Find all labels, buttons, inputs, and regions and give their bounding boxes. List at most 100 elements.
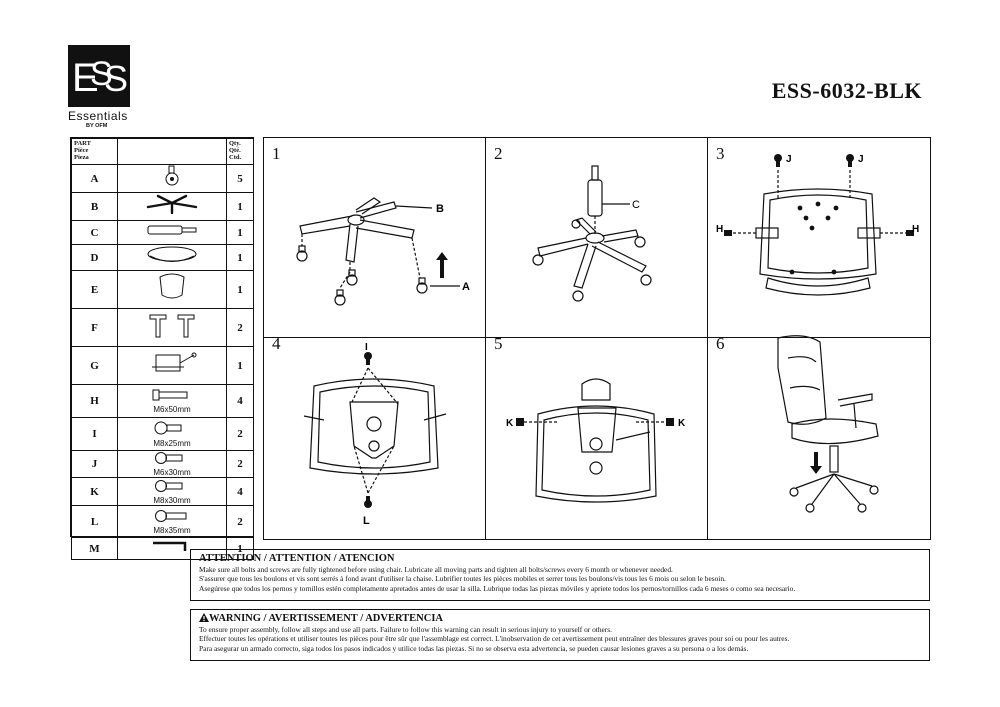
table-row: D 1 [71, 244, 254, 271]
part-letter: A [71, 164, 118, 193]
attention-line-en: Make sure all bolts and screws are fully… [199, 565, 673, 574]
part-qty: 4 [226, 477, 254, 506]
base-casters-illustration: B A [296, 197, 470, 306]
part-letter: H [71, 384, 118, 418]
svg-text:S: S [104, 58, 128, 99]
brand-logo: E S S Essentials BY OFM [68, 45, 134, 135]
table-row: K M8x30mm 4 [71, 477, 254, 506]
table-row: A 5 [71, 164, 254, 193]
table-row: F 2 [71, 308, 254, 347]
qty-header: Qty.Qté.Ctd. [226, 138, 254, 165]
part-letter: M [71, 537, 118, 560]
table-row: L M8x35mm 2 [71, 505, 254, 538]
backrest-attach-illustration: K K [506, 378, 686, 503]
part-qty: 2 [226, 308, 254, 347]
logo-mark: E S S [68, 45, 130, 107]
part-qty: 1 [226, 270, 254, 309]
step-number: 5 [494, 334, 503, 353]
warning-title: WARNING / AVERTISSEMENT / ADVERTENCIA [209, 613, 444, 624]
table-row: E 1 [71, 270, 254, 309]
warning-line-es: Para asegurar un armado correcto, siga t… [199, 643, 749, 653]
bolt-size: M6x30mm [153, 468, 191, 477]
label-h: H [716, 224, 723, 235]
table-row: B 1 [71, 192, 254, 221]
step-5: 5 K K [486, 328, 708, 540]
model-number: ESS-6032-BLK [771, 78, 922, 103]
step-4: 4 I L [264, 328, 486, 540]
step-1: 1 B A [264, 138, 486, 338]
step-3: 3 J J H H [708, 138, 930, 338]
bolt-icon: M8x35mm [117, 505, 227, 538]
part-qty: 1 [226, 220, 254, 245]
warning-icon [199, 613, 209, 622]
backrest-icon [117, 270, 227, 309]
step-number: 2 [494, 144, 503, 163]
part-letter: J [71, 450, 118, 478]
mechanism-attach-illustration: I L [303, 342, 447, 527]
step-number: 1 [272, 144, 281, 163]
label-k: K [506, 418, 514, 429]
part-letter: E [71, 270, 118, 309]
tilt-mechanism-icon [117, 346, 227, 385]
table-row: I M8x25mm 2 [71, 417, 254, 451]
image-header [117, 138, 227, 165]
base-icon [117, 192, 227, 221]
part-letter: B [71, 192, 118, 221]
part-qty: 2 [226, 417, 254, 451]
bolt-size: M8x35mm [153, 525, 191, 535]
seat-icon [117, 244, 227, 271]
table-row: M 1 [71, 537, 254, 560]
attention-line-fr: S'assurer que tous les boulons et vis so… [199, 574, 726, 584]
label-i: I [365, 342, 368, 353]
armrest-icon [117, 308, 227, 347]
warning-title-row: WARNING / AVERTISSEMENT / ADVERTENCIA [199, 613, 921, 625]
label-j: J [786, 154, 792, 165]
part-qty: 2 [226, 450, 254, 478]
part-letter: C [71, 220, 118, 245]
part-qty: 5 [226, 164, 254, 193]
part-qty: 4 [226, 384, 254, 418]
attention-notice: ATTENTION / ATTENTION / ATENCION Make su… [190, 549, 930, 601]
label-k: K [678, 418, 686, 429]
label-b: B [436, 203, 444, 215]
seat-underside-illustration: J J H H [716, 154, 919, 296]
bolt-icon: M8x25mm [117, 417, 227, 451]
warning-line-fr: Effectuer toutes les opérations et utili… [199, 634, 790, 644]
assembly-steps: 1 B A [263, 137, 931, 540]
part-qty: 2 [226, 505, 254, 538]
part-letter: I [71, 417, 118, 451]
attention-line-es: Asegúrese que todos los pernos y tornill… [199, 583, 796, 593]
bolt-icon: M6x30mm [117, 450, 227, 478]
bolt-icon: M6x50mm [117, 384, 227, 418]
label-l: L [363, 515, 370, 527]
bolt-size: M8x25mm [153, 439, 191, 448]
part-qty: 1 [226, 192, 254, 221]
part-letter: K [71, 477, 118, 506]
label-j: J [858, 154, 864, 165]
label-a: A [462, 281, 470, 293]
bolt-icon: M8x30mm [117, 477, 227, 506]
brand-sub: BY OFM [86, 123, 108, 129]
finished-chair-illustration [777, 335, 879, 513]
step-number: 4 [272, 334, 281, 353]
step-number: 3 [716, 144, 725, 163]
step-2: 2 C [486, 138, 708, 338]
part-qty: 1 [226, 346, 254, 385]
table-row: J M6x30mm 2 [71, 450, 254, 478]
caster-icon [117, 164, 227, 193]
svg-text:S: S [90, 55, 113, 93]
step-number: 6 [716, 334, 725, 353]
part-letter: G [71, 346, 118, 385]
table-row: H M6x50mm 4 [71, 384, 254, 418]
bolt-size: M8x30mm [153, 495, 191, 505]
part-letter: D [71, 244, 118, 271]
part-letter: F [71, 308, 118, 347]
allen-key-icon [117, 537, 227, 560]
table-row: C 1 [71, 220, 254, 245]
label-c: C [632, 199, 640, 211]
part-letter: L [71, 505, 118, 538]
gas-lift-illustration: C [532, 165, 652, 302]
warning-line-en: To ensure proper assembly, follow all st… [199, 625, 612, 634]
